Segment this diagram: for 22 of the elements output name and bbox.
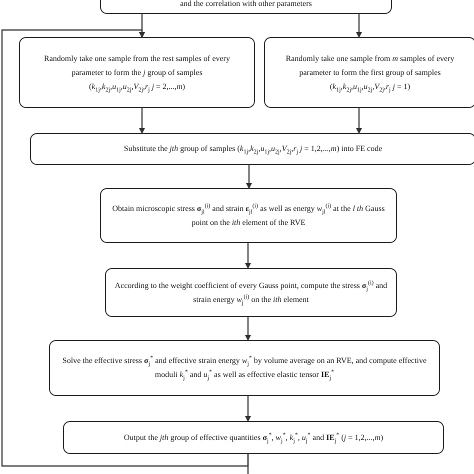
node-text: (k$_{1j}$,k$_{2j}$,u$_{1j}$,u$_{2j}$,V$_{2j}$,r$_{j}$ j = 2,...,m) [88,80,186,94]
process-box [19,37,255,108]
node-text: Substitute the jth group of samples (k$_{1j}$,k$_{2j}$,u$_{1j}$,u$_{2j}$,V$_{2j}$,r$_{j}$ j = 1,2,...,m) into FE code [124,143,382,156]
node-text: (k$_{1j}$,k$_{2j}$,u$_{1j}$,u$_{2j}$,V$_{2j}$,r$_{j}$ j = 1) [330,80,410,94]
arrow [356,108,362,134]
output-box [63,421,444,454]
arrow [356,14,362,38]
process-box [264,37,474,108]
arrow [246,165,252,189]
arrow [245,243,251,269]
process-box [105,268,397,317]
arrow [245,396,251,422]
arrow [245,317,251,341]
process-box [49,340,440,396]
node-text: and the correlation with other parameters [180,0,312,10]
arrow [139,108,145,134]
node-text: Obtain microscopic stress σ$_{jl}$$^{(i)}$ and strain ε$_{jl}$$^{(i)}$ as well as energy w$_{jl}$$^{(i)}$ at the l th Gauss point on the ith element of the RVE [111,202,386,229]
node-text: According to the weight coefficient of every Gauss point, compute the stress σ$_{j}$$^{(i)}$ and strain energy w$_{j}$$^{(i)}$ on the ith element [114,278,388,306]
process-box [30,133,474,165]
process-box [100,188,397,243]
node-text: Output the jth group of effective quantities σ$_{j}$$^{*}$, w$_{j}$$^{*}$, k$_{j}$$^{*}$, u$_{j}$$^{*}$ and IE$_{j}$$^{*}$ (j = 1,2,...,m) [124,430,384,444]
arrow [1,29,249,467]
